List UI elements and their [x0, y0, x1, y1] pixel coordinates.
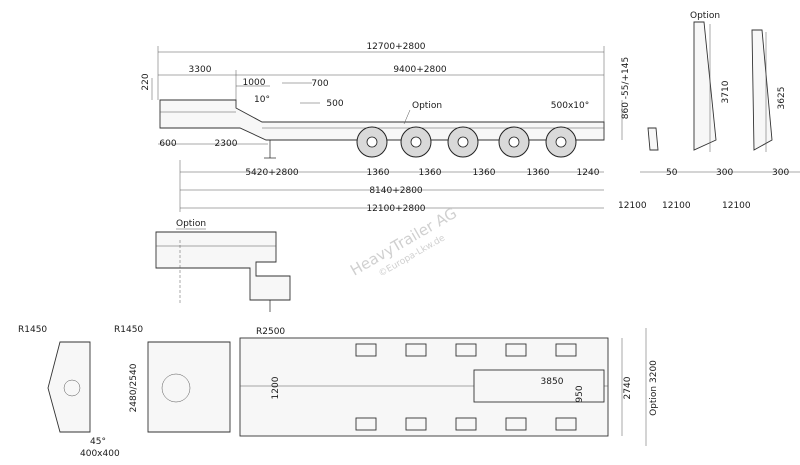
plate-400x400: 400x400	[80, 449, 120, 459]
dim-1360-a: 1360	[367, 168, 390, 178]
dim-12100: 12100+2800	[366, 204, 425, 214]
radius-r1450-a: R1450	[18, 325, 47, 335]
deck-width-950: 950	[575, 385, 585, 402]
dim-angle-10: 10°	[254, 95, 270, 105]
watermark: HeavyTrailer AG ©Europa-Lkw.de	[347, 204, 460, 280]
rear-dim-300-a: 300	[716, 168, 733, 178]
dim-1360-d: 1360	[527, 168, 550, 178]
radius-r1450-b: R1450	[114, 325, 143, 335]
dim-700: 700	[311, 79, 328, 89]
width-2480-2540: 2480/2540	[129, 363, 139, 412]
dim-1000: 1000	[243, 78, 266, 88]
dim-gooseneck-length: 3300	[189, 65, 212, 75]
gooseneck-detail: Option	[155, 219, 291, 312]
rear-dim-12100-a: 12100	[618, 201, 647, 211]
detail-option-label: Option	[176, 219, 206, 229]
side-view: 12700+2800 3300 9400+2800 1000 700 500 1…	[141, 42, 631, 214]
dim-8140: 8140+2800	[369, 186, 423, 196]
rear-dim-50: 50	[666, 168, 678, 178]
dim-1360-b: 1360	[419, 168, 442, 178]
radius-r2500: R2500	[256, 327, 285, 337]
angle-45: 45°	[90, 437, 106, 447]
side-wheels	[356, 126, 577, 158]
dim-500: 500	[326, 99, 343, 109]
dim-deck-length: 9400+2800	[393, 65, 447, 75]
rear-dim-12100-c: 12100	[722, 201, 751, 211]
dim-2300: 2300	[215, 139, 238, 149]
rear-height-3625: 3625	[777, 87, 787, 110]
dim-5420: 5420+2800	[245, 168, 299, 178]
option-width-3200: Option 3200	[649, 360, 659, 416]
dim-1240: 1240	[577, 168, 600, 178]
dim-600: 600	[159, 139, 176, 149]
dim-500x10: 500x10°	[551, 101, 589, 111]
dim-220: 220	[141, 73, 151, 90]
overall-width-2740: 2740	[623, 376, 633, 399]
rear-option-label: Option	[690, 11, 720, 21]
deck-length-3850: 3850	[541, 377, 564, 387]
plan-view: R1450 45° 400x400 R1450 2480/2540 R2500 …	[18, 325, 659, 459]
rear-dim-12100-b: 12100	[662, 201, 691, 211]
side-option-label: Option	[412, 101, 442, 111]
rear-views: 12100 50 Option 3710 12100 300 3625 1210…	[618, 11, 800, 211]
rear-height-3710: 3710	[721, 80, 731, 103]
width-1200: 1200	[271, 376, 281, 399]
plan-axles	[355, 343, 577, 431]
dim-860: 860 -55/+145	[621, 57, 631, 120]
rear-dim-300-b: 300	[772, 168, 789, 178]
dim-1360-c: 1360	[473, 168, 496, 178]
dim-overall-length: 12700+2800	[366, 42, 425, 52]
